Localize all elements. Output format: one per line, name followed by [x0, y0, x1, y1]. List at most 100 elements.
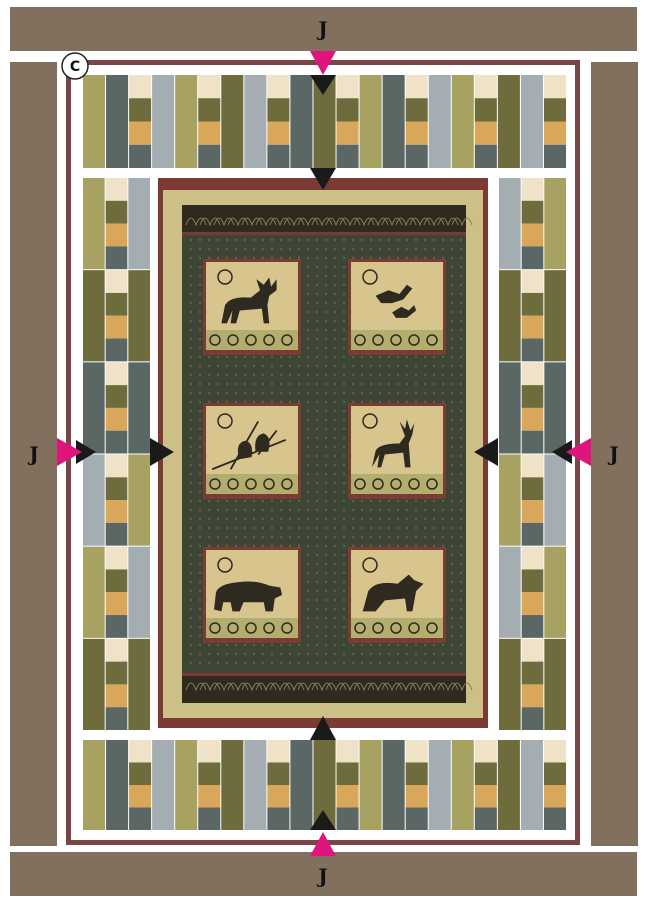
texture-dot: [289, 365, 291, 367]
texture-dot: [325, 581, 327, 583]
texture-dot: [307, 383, 309, 385]
texture-dot: [451, 563, 453, 565]
texture-dot: [271, 239, 273, 241]
pieced-square: [106, 477, 128, 500]
texture-dot: [334, 563, 336, 565]
texture-dot: [244, 644, 246, 646]
texture-dot: [343, 527, 345, 529]
texture-dot: [325, 662, 327, 664]
label-j-bottom: J: [316, 864, 327, 888]
texture-dot: [307, 554, 309, 556]
texture-dot: [253, 644, 255, 646]
texture-dot: [460, 491, 462, 493]
texture-dot: [217, 500, 219, 502]
texture-dot: [307, 572, 309, 574]
texture-dot: [433, 527, 435, 529]
texture-dot: [235, 509, 237, 511]
texture-dot: [307, 266, 309, 268]
corner-label-c-text: C: [70, 59, 80, 75]
texture-dot: [451, 464, 453, 466]
pieced-square: [522, 385, 544, 408]
texture-dot: [298, 383, 300, 385]
texture-dot: [370, 509, 372, 511]
strip-block: [128, 547, 150, 638]
texture-dot: [307, 410, 309, 412]
texture-dot: [244, 401, 246, 403]
texture-dot: [253, 500, 255, 502]
texture-dot: [307, 644, 309, 646]
strip-block: [83, 75, 105, 168]
texture-dot: [190, 275, 192, 277]
texture-dot: [361, 257, 363, 259]
texture-dot: [424, 500, 426, 502]
pieced-square: [106, 224, 128, 247]
texture-dot: [361, 500, 363, 502]
texture-dot: [280, 356, 282, 358]
texture-dot: [424, 248, 426, 250]
texture-dot: [298, 248, 300, 250]
texture-dot: [190, 365, 192, 367]
texture-dot: [451, 284, 453, 286]
texture-dot: [379, 644, 381, 646]
texture-dot: [244, 392, 246, 394]
texture-dot: [388, 383, 390, 385]
texture-dot: [199, 437, 201, 439]
pieced-square: [129, 763, 151, 786]
texture-dot: [397, 365, 399, 367]
texture-dot: [406, 257, 408, 259]
texture-dot: [298, 374, 300, 376]
texture-dot: [208, 392, 210, 394]
texture-dot: [415, 356, 417, 358]
texture-dot: [343, 401, 345, 403]
texture-dot: [307, 509, 309, 511]
texture-dot: [325, 311, 327, 313]
texture-dot: [460, 590, 462, 592]
texture-dot: [307, 617, 309, 619]
texture-dot: [424, 356, 426, 358]
texture-dot: [190, 599, 192, 601]
texture-dot: [460, 536, 462, 538]
texture-dot: [451, 626, 453, 628]
texture-dot: [361, 365, 363, 367]
texture-dot: [379, 383, 381, 385]
strip-block: [499, 639, 521, 730]
texture-dot: [190, 410, 192, 412]
texture-dot: [307, 311, 309, 313]
texture-dot: [370, 500, 372, 502]
strip-block: [221, 740, 243, 830]
pieced-square: [337, 763, 359, 786]
texture-dot: [307, 563, 309, 565]
texture-dot: [460, 329, 462, 331]
texture-dot: [235, 644, 237, 646]
texture-dot: [289, 536, 291, 538]
texture-dot: [325, 401, 327, 403]
texture-dot: [379, 392, 381, 394]
texture-dot: [325, 500, 327, 502]
pieced-square: [544, 122, 566, 145]
texture-dot: [199, 320, 201, 322]
texture-dot: [235, 500, 237, 502]
texture-dot: [199, 491, 201, 493]
texture-dot: [190, 608, 192, 610]
texture-dot: [235, 383, 237, 385]
texture-dot: [208, 545, 210, 547]
texture-dot: [397, 248, 399, 250]
pieced-square: [522, 178, 544, 201]
texture-dot: [460, 464, 462, 466]
texture-dot: [343, 365, 345, 367]
texture-dot: [451, 365, 453, 367]
texture-dot: [460, 527, 462, 529]
texture-dot: [316, 383, 318, 385]
texture-dot: [343, 311, 345, 313]
texture-dot: [208, 248, 210, 250]
texture-dot: [343, 608, 345, 610]
pieced-square: [267, 808, 289, 831]
texture-dot: [262, 248, 264, 250]
pieced-square: [267, 145, 289, 168]
texture-dot: [361, 248, 363, 250]
texture-dot: [379, 401, 381, 403]
texture-dot: [307, 356, 309, 358]
texture-dot: [307, 473, 309, 475]
strip-block: [452, 740, 474, 830]
texture-dot: [190, 617, 192, 619]
